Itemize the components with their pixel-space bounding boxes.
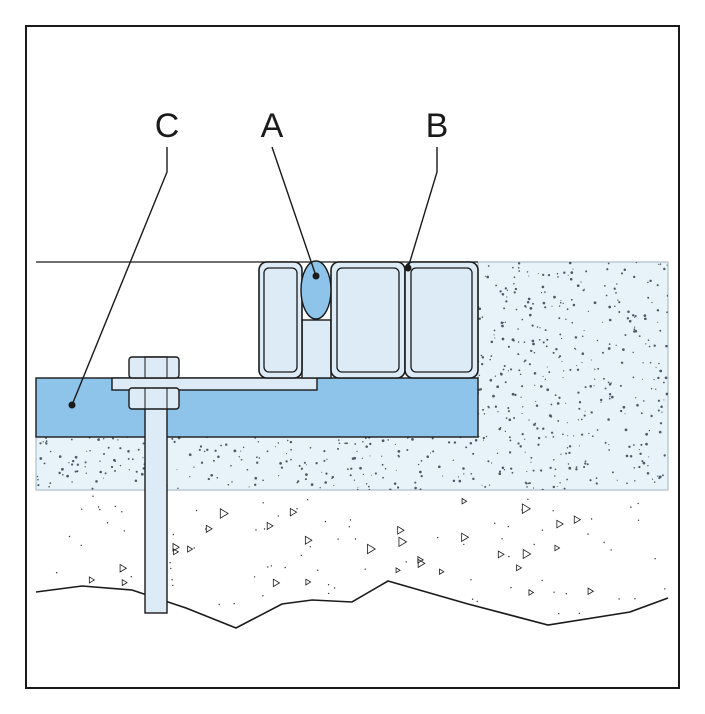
leader-dot-b [404,264,412,272]
leader-dot-a [312,272,320,280]
soil-texture [53,495,666,616]
tube-left [258,261,303,379]
callout-label-c: C [155,107,180,145]
spacer-block [301,319,332,379]
tube-middle [330,261,406,379]
oval-seal-a [300,260,332,320]
leader-line-a [271,146,317,277]
tube-right [404,261,479,379]
ground-line [35,580,669,629]
bearing-plate [111,377,318,391]
callout-label-b: B [426,107,449,145]
leader-line-b [407,147,438,269]
leader-dot-c [68,401,76,409]
callout-label-a: A [261,107,284,145]
nut-upper [128,356,180,379]
nut-lower [128,387,180,410]
leader-line-c [71,147,168,406]
